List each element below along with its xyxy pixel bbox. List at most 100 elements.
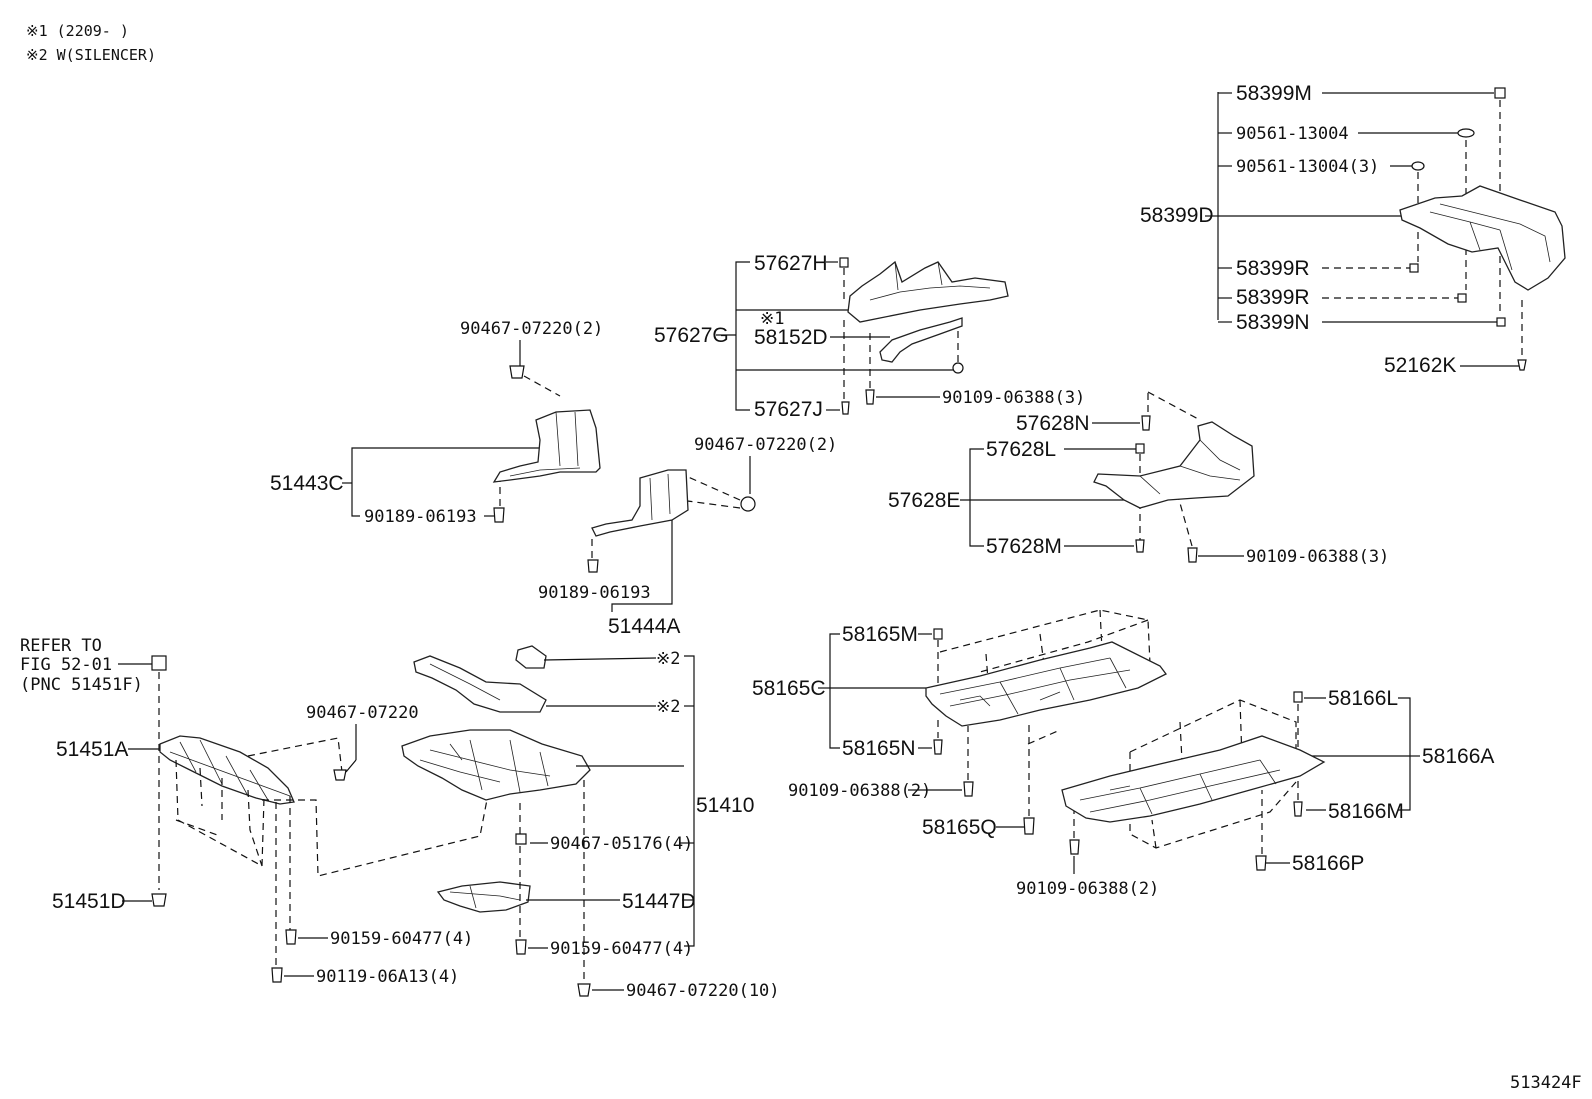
screw (841, 401, 850, 415)
label-57627J: 57627J (754, 398, 823, 421)
screw (1141, 415, 1151, 431)
label-58152D: 58152D (754, 326, 828, 349)
clip (509, 365, 525, 379)
engine-under-cover-51410 (401, 729, 591, 801)
nut (952, 362, 964, 374)
screw (151, 893, 167, 907)
clip-fastener (1135, 443, 1145, 454)
group-57627: 57627H 57627G ※1 58152D 57627J 90109-063… (654, 252, 1085, 421)
screw (587, 559, 599, 573)
label-90467-07220-2-a: 90467-07220(2) (460, 319, 603, 339)
label-58165Q: 58165Q (922, 816, 997, 839)
silencer-2 (515, 645, 547, 669)
seal-58152D (879, 317, 963, 363)
clip (740, 496, 756, 512)
engine-under-cover-front-51451A (159, 735, 295, 805)
clip-fastener (1293, 691, 1303, 703)
label-58165C: 58165C (752, 677, 826, 700)
clip-fastener (151, 655, 167, 671)
label-58166A: 58166A (1422, 745, 1494, 768)
label-58399R-a: 58399R (1236, 257, 1310, 280)
washer (1411, 161, 1425, 171)
screw (933, 739, 943, 755)
figure-id: 513424F (1510, 1073, 1582, 1093)
mark-1: ※1 (760, 309, 784, 329)
label-57628E: 57628E (888, 489, 960, 512)
group-51443C: 90467-07220(2) 51443C 90189-06193 (270, 319, 603, 527)
group-51451: REFER TO FIG 52-01 (PNC 51451F) 51451A 5… (20, 636, 491, 913)
group-58166: 58166L 58166A 58166M 58166P 90109-06388(… (1016, 687, 1494, 899)
label-90109-06388-2-a: 90109-06388(2) (788, 781, 931, 801)
label-51444A: 51444A (608, 615, 680, 638)
silencer-1 (413, 655, 547, 713)
label-90467-05176-4: 90467-05176(4) (550, 834, 693, 854)
engine-side-cover-51444A (591, 469, 689, 537)
screw (865, 389, 875, 405)
mark-2-b: ※2 (656, 697, 680, 717)
label-51451D: 51451D (52, 890, 126, 913)
label-57628N: 57628N (1016, 412, 1090, 435)
label-90467-07220-10: 90467-07220(10) (626, 981, 780, 1001)
screw (1293, 801, 1303, 817)
label-51447D: 51447D (622, 890, 696, 913)
label-57628M: 57628M (986, 535, 1062, 558)
engine-side-cover-51443C (492, 409, 601, 483)
note-1: ※1 (2209- ) (26, 22, 129, 40)
group-51444A: 90467-07220(2) 90189-06193 51444A (538, 435, 837, 638)
label-90189-06193-a: 90189-06193 (364, 507, 477, 527)
engine-under-cover-51447D (436, 881, 531, 913)
screw (1517, 359, 1527, 371)
screw (1255, 855, 1267, 871)
clip-fastener (1457, 293, 1467, 303)
label-90109-06388-3-a: 90109-06388(3) (942, 388, 1085, 408)
screw (1135, 539, 1145, 553)
label-58399N: 58399N (1236, 311, 1310, 334)
label-58165N: 58165N (842, 737, 916, 760)
clip-fastener (1494, 87, 1506, 99)
label-90561-13004-3: 90561-13004(3) (1236, 157, 1379, 177)
engine-side-cover-57628E (1093, 421, 1255, 509)
label-58166L: 58166L (1328, 687, 1398, 710)
screw (1023, 817, 1035, 835)
screw (285, 929, 297, 945)
label-51410: 51410 (696, 794, 754, 817)
group-57628: 57628N 57628L 57628E 57628M 90109-06388(… (888, 390, 1389, 567)
label-51451A: 51451A (56, 738, 128, 761)
engine-under-cover-58166A (1061, 735, 1326, 823)
refer-line-3: (PNC 51451F) (20, 675, 143, 695)
engine-side-cover-57627G (847, 260, 1009, 323)
label-90159-60477-4-b: 90159-60477(4) (550, 939, 693, 959)
label-58399R-b: 58399R (1236, 286, 1310, 309)
clip (577, 983, 591, 997)
screw (493, 507, 505, 523)
label-58399D: 58399D (1140, 204, 1214, 227)
label-90467-07220-2-b: 90467-07220(2) (694, 435, 837, 455)
clip-nut (515, 833, 527, 845)
screw (963, 781, 974, 797)
label-90109-06388-2-b: 90109-06388(2) (1016, 879, 1159, 899)
label-58166M: 58166M (1328, 800, 1404, 823)
label-57627G: 57627G (654, 324, 729, 347)
label-90159-60477-4-a: 90159-60477(4) (330, 929, 473, 949)
clip (333, 769, 347, 781)
screw (1069, 839, 1080, 855)
note-2: ※2 W(SILENCER) (26, 46, 156, 64)
clip-fastener (1496, 317, 1506, 327)
label-90119-06A13-4: 90119-06A13(4) (316, 967, 459, 987)
label-58399M: 58399M (1236, 82, 1312, 105)
clip-fastener (839, 257, 849, 268)
refer-line-1: REFER TO (20, 636, 102, 656)
screw (1187, 547, 1198, 563)
label-90467-07220: 90467-07220 (306, 703, 419, 723)
screw (515, 939, 527, 955)
label-57627H: 57627H (754, 252, 828, 275)
label-90189-06193-b: 90189-06193 (538, 583, 651, 603)
label-58165M: 58165M (842, 623, 918, 646)
screw (271, 967, 283, 983)
clip-fastener (933, 628, 943, 640)
label-57628L: 57628L (986, 438, 1056, 461)
label-51443C: 51443C (270, 472, 344, 495)
label-90561-13004: 90561-13004 (1236, 124, 1349, 144)
mark-2-a: ※2 (656, 649, 680, 669)
